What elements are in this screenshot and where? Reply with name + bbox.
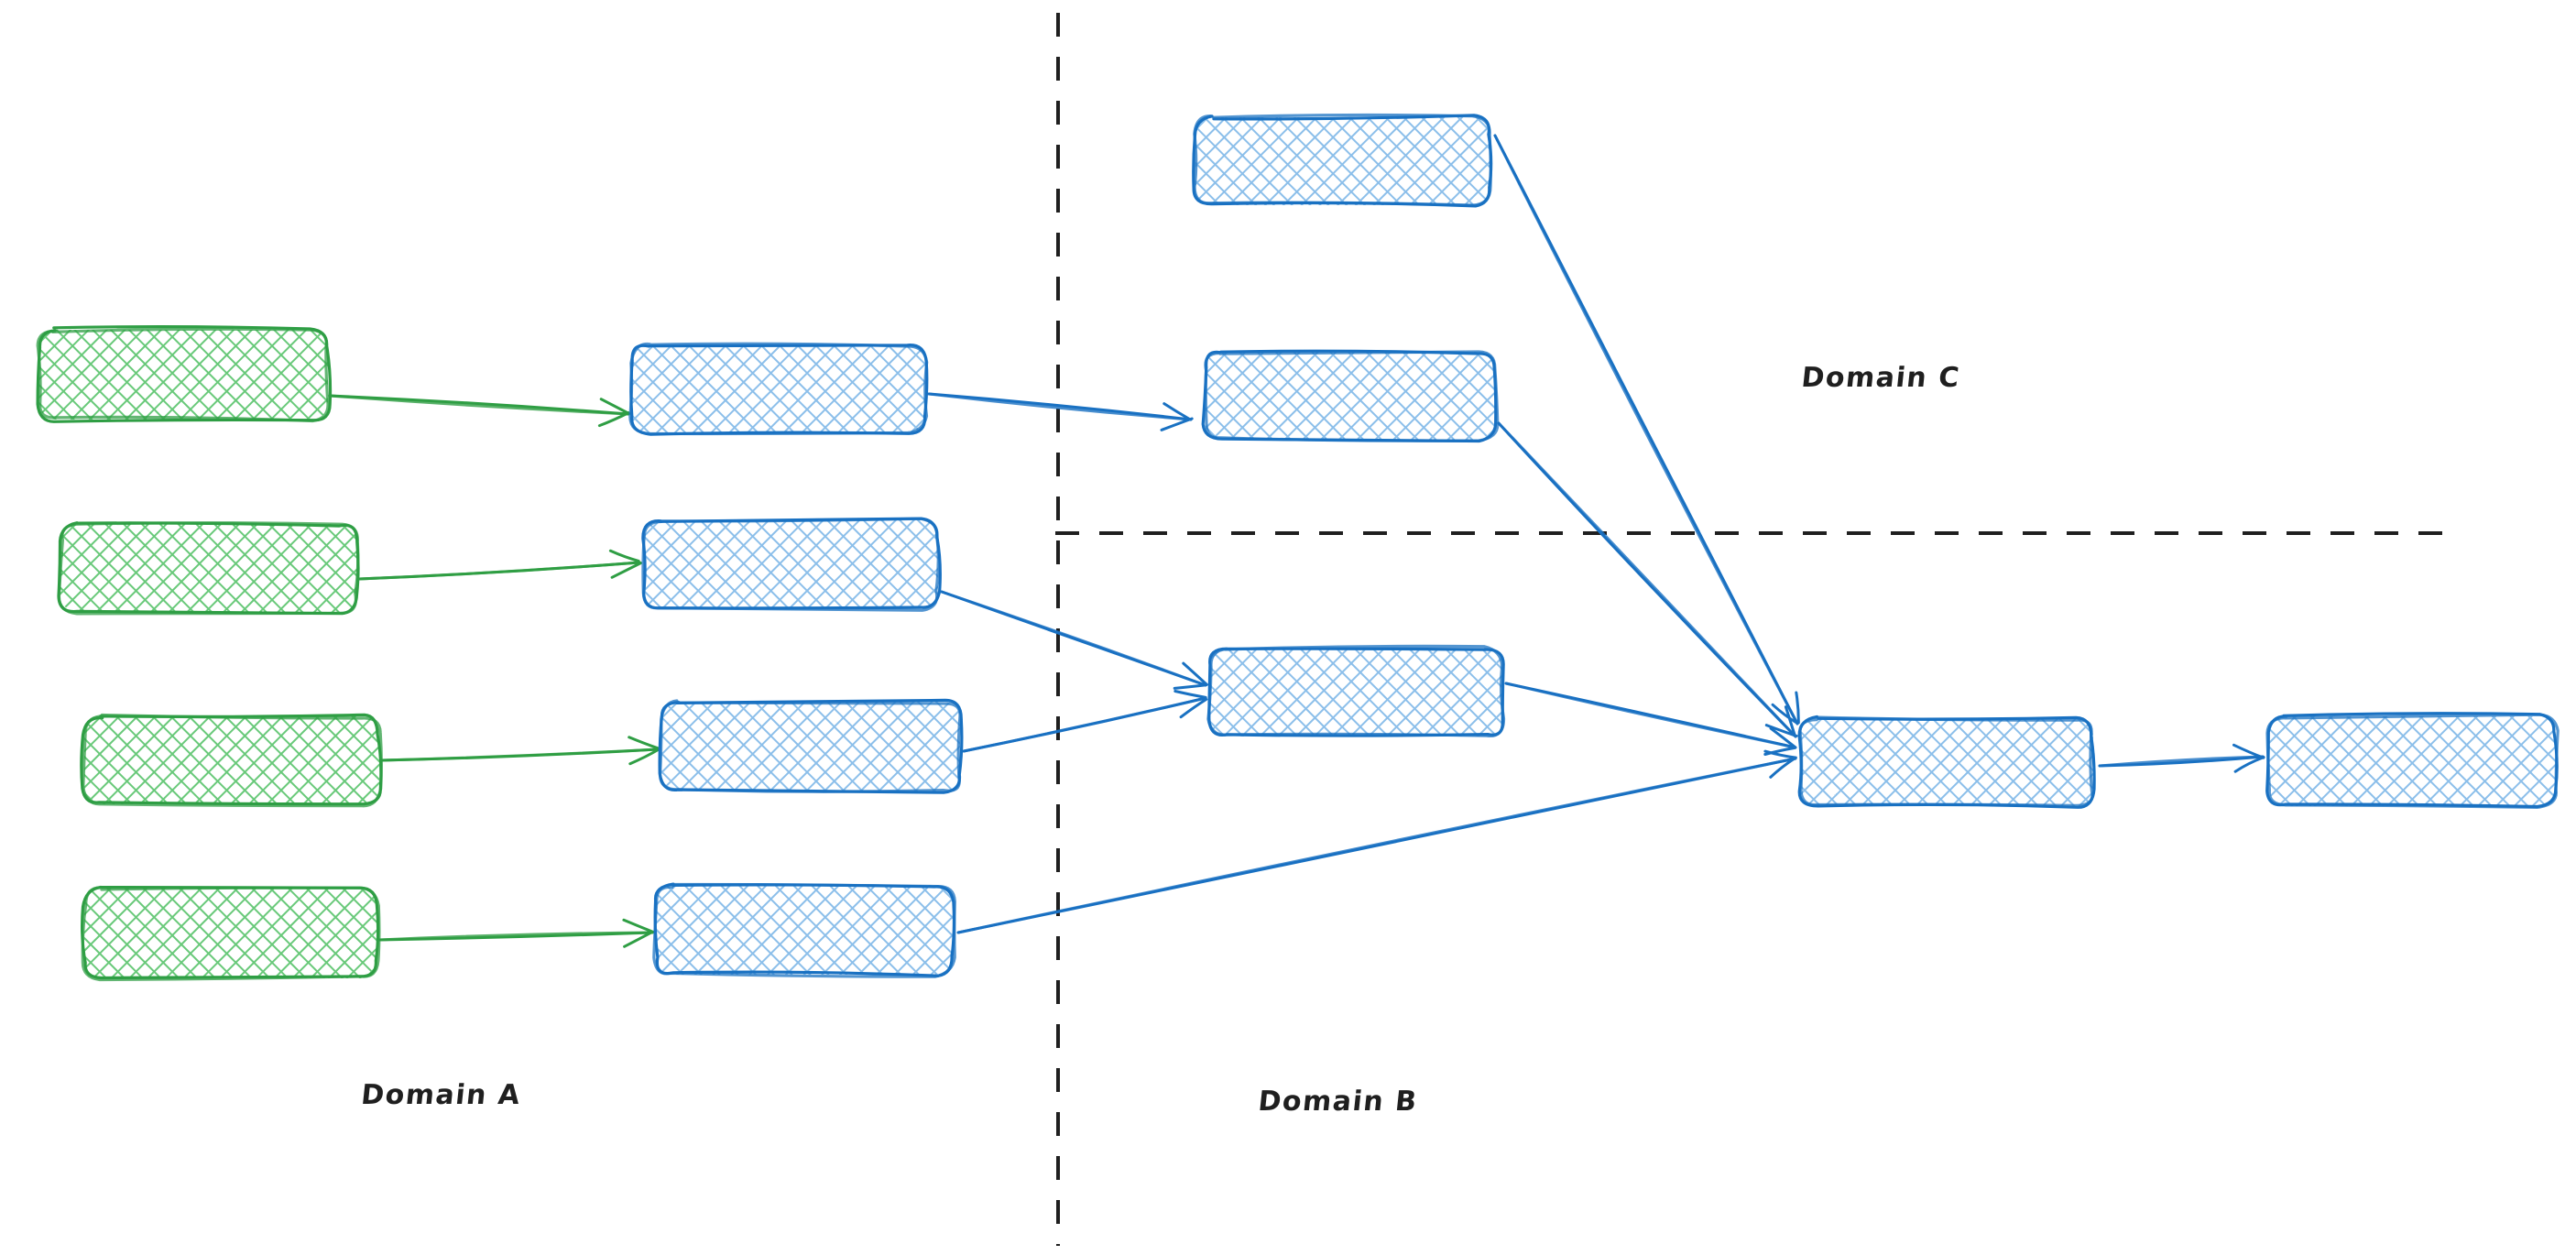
label-layer: Domain A Domain B Domain C bbox=[360, 362, 1962, 1118]
node-fill bbox=[1209, 649, 1502, 737]
edge-a2-to-b2 bbox=[357, 549, 642, 581]
edge-shaft bbox=[328, 394, 630, 416]
edge-arrowhead bbox=[1173, 683, 1206, 690]
edge-arrowhead bbox=[1763, 746, 1796, 756]
node-outline bbox=[1204, 350, 1500, 442]
node-outline bbox=[57, 521, 360, 616]
node-d2[interactable] bbox=[2265, 712, 2560, 809]
node-a2[interactable] bbox=[57, 521, 360, 616]
node-outline bbox=[82, 713, 383, 808]
edge-arrowhead bbox=[608, 549, 640, 562]
node-layer bbox=[36, 113, 2560, 982]
node-outline bbox=[628, 342, 929, 436]
edge-arrowhead bbox=[1162, 402, 1192, 421]
edge-shaft bbox=[1493, 134, 1799, 726]
edge-c3-to-d1 bbox=[1504, 682, 1797, 756]
edge-arrowhead bbox=[628, 736, 660, 750]
edge-b2-to-c3 bbox=[940, 590, 1208, 690]
node-fill bbox=[1800, 718, 2093, 806]
node-outline bbox=[1193, 113, 1492, 207]
node-b4[interactable] bbox=[652, 882, 956, 978]
node-c3[interactable] bbox=[1206, 644, 1506, 738]
edge-arrowhead bbox=[1763, 749, 1797, 759]
node-fill bbox=[84, 716, 379, 804]
node-fill bbox=[661, 702, 960, 791]
edge-arrowhead bbox=[1769, 726, 1796, 749]
edge-a4-to-b4 bbox=[377, 918, 655, 948]
edge-arrowhead bbox=[599, 398, 631, 415]
edge-arrowhead bbox=[1160, 417, 1194, 431]
edge-arrowhead bbox=[623, 931, 654, 948]
edge-arrowhead bbox=[1182, 661, 1208, 686]
edge-arrowhead bbox=[1173, 690, 1207, 699]
edge-shaft bbox=[927, 392, 1193, 421]
node-fill bbox=[1205, 352, 1496, 440]
edge-c2-to-d1 bbox=[1497, 421, 1798, 738]
edge-c1-to-d1 bbox=[1493, 134, 1800, 726]
node-outline bbox=[641, 517, 940, 612]
edge-b4-to-d1 bbox=[956, 749, 1797, 934]
edge-shaft bbox=[379, 748, 660, 762]
edge-arrowhead bbox=[2232, 743, 2265, 759]
node-b3[interactable] bbox=[658, 698, 964, 794]
node-a1[interactable] bbox=[36, 325, 333, 423]
node-fill bbox=[60, 524, 357, 612]
node-c2[interactable] bbox=[1201, 349, 1500, 443]
edge-arrowhead bbox=[597, 411, 630, 428]
node-b1[interactable] bbox=[628, 342, 929, 436]
node-outline bbox=[80, 713, 383, 806]
edge-arrowhead bbox=[610, 562, 642, 579]
edge-arrowhead bbox=[1784, 705, 1796, 737]
label-domain-a: Domain A bbox=[360, 1079, 523, 1111]
edge-arrowhead bbox=[1769, 756, 1797, 779]
edge-shaft bbox=[377, 931, 654, 942]
edge-layer bbox=[328, 134, 2265, 948]
divider-layer bbox=[1055, 13, 2448, 1246]
node-d1[interactable] bbox=[1797, 715, 2096, 809]
edge-b3-to-c3 bbox=[962, 690, 1208, 753]
edge-d1-to-d2 bbox=[2098, 743, 2265, 773]
node-outline bbox=[1798, 715, 2094, 808]
edge-arrowhead bbox=[1795, 691, 1800, 725]
edge-arrowhead bbox=[1771, 703, 1798, 725]
node-outline bbox=[81, 886, 381, 982]
node-fill bbox=[2269, 716, 2556, 806]
edge-arrowhead bbox=[1179, 697, 1208, 719]
node-fill bbox=[84, 889, 377, 978]
label-domain-c: Domain C bbox=[1800, 362, 1962, 394]
edge-shaft bbox=[1497, 421, 1797, 738]
node-outline bbox=[2265, 713, 2560, 809]
edge-arrowhead bbox=[622, 918, 655, 933]
edge-arrowhead bbox=[628, 748, 660, 766]
node-fill bbox=[38, 330, 328, 420]
edge-a1-to-b1 bbox=[328, 394, 631, 428]
label-domain-b: Domain B bbox=[1257, 1086, 1420, 1118]
node-fill bbox=[656, 885, 953, 975]
node-a3[interactable] bbox=[80, 713, 383, 808]
node-fill bbox=[1195, 117, 1490, 205]
node-fill bbox=[632, 344, 925, 432]
node-a4[interactable] bbox=[81, 885, 381, 982]
edge-a3-to-b3 bbox=[379, 736, 660, 766]
node-outline bbox=[652, 882, 956, 978]
node-outline bbox=[658, 699, 962, 793]
edge-b1-to-c2 bbox=[927, 392, 1194, 431]
edge-shaft bbox=[2098, 755, 2265, 768]
node-outline bbox=[1206, 644, 1506, 738]
edge-shaft bbox=[1504, 682, 1797, 749]
edge-shaft bbox=[940, 590, 1207, 687]
edge-shaft bbox=[357, 561, 641, 581]
node-outline bbox=[36, 327, 330, 423]
node-fill bbox=[643, 520, 938, 608]
edge-shaft bbox=[962, 696, 1207, 753]
node-b2[interactable] bbox=[641, 517, 942, 612]
node-c1[interactable] bbox=[1192, 113, 1493, 208]
edge-shaft bbox=[956, 757, 1797, 934]
